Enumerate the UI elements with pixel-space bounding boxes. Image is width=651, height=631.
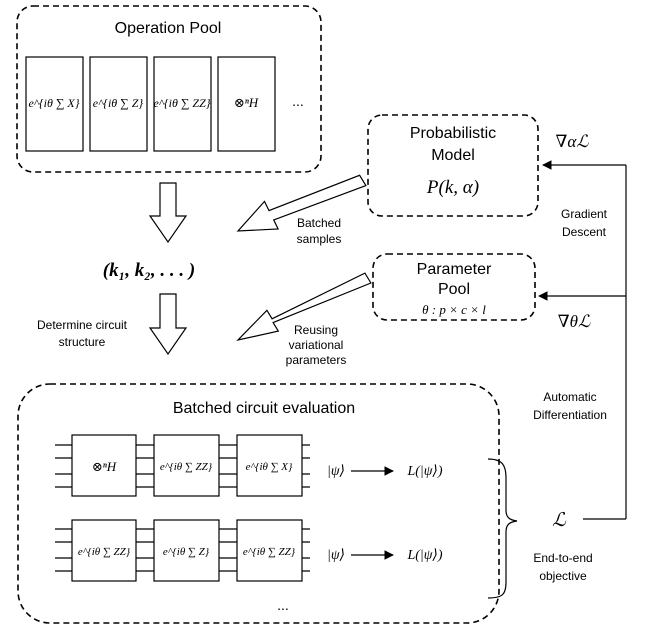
- samples-formula: (k₁, k₂, . . . ): [103, 260, 195, 281]
- operation-pool-box: [16, 5, 322, 173]
- operation-card-sum-x: e^{iθ ∑ X}: [25, 56, 84, 152]
- determine-structure-label-line1: Determine circuit: [37, 318, 128, 332]
- state-ket: |ψ⟩: [327, 548, 345, 563]
- parameter-pool-title-line2: Pool: [438, 281, 470, 298]
- gate-sum-x: e^{iθ ∑ X}: [236, 434, 303, 497]
- gradient-theta-label: ∇θℒ: [558, 312, 591, 331]
- gradient-descent-label-line1: Gradient: [561, 207, 608, 221]
- state-ket: |ψ⟩: [327, 464, 345, 479]
- objective-label-line1: End-to-end: [533, 551, 592, 565]
- objective-label-line2: objective: [539, 569, 587, 583]
- probabilistic-model-formula: P(k, α): [426, 177, 479, 198]
- operation-card-sum-z: e^{iθ ∑ Z}: [89, 56, 148, 152]
- objective-brace: [487, 458, 518, 599]
- gate-sum-z: e^{iθ ∑ Z}: [153, 519, 220, 582]
- automatic-differentiation-label-line2: Differentiation: [533, 408, 607, 422]
- batched-circuit-title: Batched circuit evaluation: [173, 400, 355, 417]
- reusing-params-label-line3: parameters: [286, 353, 347, 367]
- circuit-row-1: ⊗ⁿH e^{iθ ∑ ZZ} e^{iθ ∑ X} |ψ⟩ L(|ψ⟩): [55, 434, 443, 497]
- hollow-arrow-params-to-circuit: [236, 272, 372, 342]
- reusing-params-label-line2: variational: [289, 338, 344, 352]
- hollow-arrow-down-samples-to-circuit: [148, 293, 188, 356]
- operation-pool-ellipsis: ...: [292, 93, 304, 109]
- loss-label: L(|ψ⟩): [406, 548, 442, 563]
- batched-samples-label-line2: samples: [297, 232, 342, 246]
- automatic-differentiation-label-line1: Automatic: [543, 390, 596, 404]
- reusing-params-label-line1: Reusing: [294, 323, 338, 337]
- operation-label: e^{iθ ∑ X}: [28, 96, 79, 110]
- hollow-arrow-down-pool-to-samples: [148, 182, 188, 244]
- probabilistic-model-title-line2: Model: [431, 147, 475, 164]
- gate-label: e^{iθ ∑ ZZ}: [160, 461, 213, 473]
- hollow-arrow-model-to-samples: [236, 174, 367, 232]
- parameter-pool-formula: θ : p × c × l: [422, 302, 486, 317]
- determine-structure-label-line2: structure: [59, 335, 106, 349]
- probabilistic-model-box: [367, 114, 539, 217]
- batched-circuit-box: [17, 383, 500, 624]
- gate-label: e^{iθ ∑ ZZ}: [78, 546, 131, 558]
- objective-symbol: ℒ: [552, 510, 567, 531]
- operation-card-sum-zz: e^{iθ ∑ ZZ}: [153, 56, 212, 152]
- operation-label: e^{iθ ∑ ZZ}: [153, 96, 210, 110]
- operation-label: e^{iθ ∑ Z}: [93, 96, 144, 110]
- gate-label: e^{iθ ∑ Z}: [163, 546, 210, 558]
- parameter-pool-title-line1: Parameter: [417, 261, 492, 278]
- gate-label: ⊗ⁿH: [92, 459, 117, 474]
- circuit-row-2: e^{iθ ∑ ZZ} e^{iθ ∑ Z} e^{iθ ∑ ZZ} |ψ⟩ L…: [55, 519, 443, 582]
- probabilistic-model-title-line1: Probabilistic: [410, 125, 496, 142]
- gate-sum-zz: e^{iθ ∑ ZZ}: [236, 519, 303, 582]
- operation-pool-title: Operation Pool: [115, 20, 222, 37]
- gate-sum-zz: e^{iθ ∑ ZZ}: [153, 434, 220, 497]
- gate-sum-zz: e^{iθ ∑ ZZ}: [71, 519, 137, 582]
- operation-label: ⊗ⁿH: [234, 95, 259, 110]
- gradient-descent-label-line2: Descent: [562, 225, 607, 239]
- gradient-alpha-label: ∇αℒ: [555, 132, 589, 151]
- parameter-pool-box: [372, 253, 536, 321]
- circuit-ellipsis: ...: [277, 597, 289, 613]
- gate-hadamard: ⊗ⁿH: [71, 434, 137, 497]
- batched-samples-label-line1: Batched: [297, 216, 341, 230]
- gate-label: e^{iθ ∑ X}: [246, 461, 293, 473]
- operation-card-hadamard: ⊗ⁿH: [217, 56, 276, 152]
- gate-label: e^{iθ ∑ ZZ}: [243, 546, 296, 558]
- loss-label: L(|ψ⟩): [406, 464, 442, 479]
